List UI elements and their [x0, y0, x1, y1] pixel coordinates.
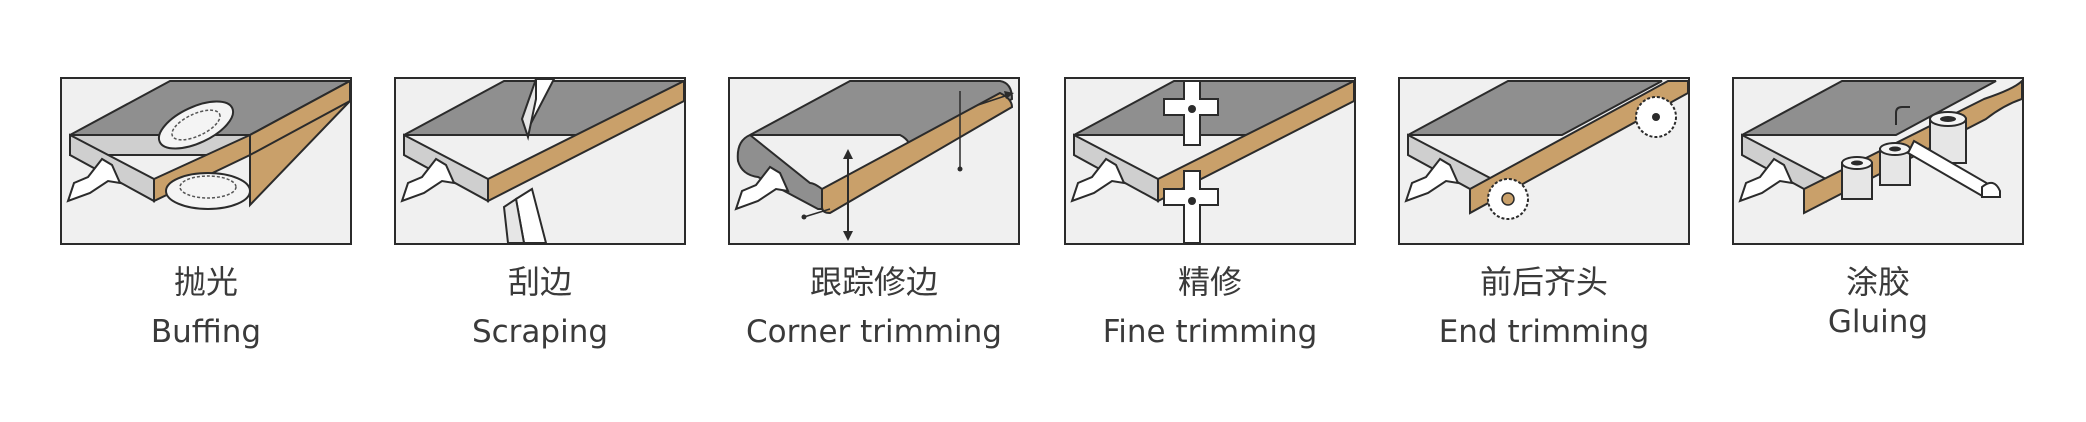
caption-buffing: 抛光 Buffing	[36, 262, 376, 352]
trimming-cutter-icon	[1163, 170, 1219, 243]
caption-end-trimming: 前后齐头 End trimming	[1374, 262, 1714, 352]
direction-arrow-icon	[1738, 157, 1794, 203]
caption-zh: 刮边	[507, 263, 572, 301]
caption-en: Gluing	[1827, 304, 1929, 340]
step-fine-trimming-illustration	[1064, 77, 1356, 245]
end-trimming-diagram	[1404, 80, 1688, 220]
step-corner-trimming-illustration	[728, 77, 1020, 245]
direction-arrow-icon	[1070, 157, 1126, 203]
caption-corner-trimming: 跟踪修边 Corner trimming	[704, 262, 1044, 352]
caption-fine-trimming: 精修 Fine trimming	[1040, 262, 1380, 352]
step-gluing-illustration	[1732, 77, 2024, 245]
glue-roller-icon	[1841, 156, 1873, 200]
caption-zh: 抛光	[173, 263, 238, 301]
caption-zh: 跟踪修边	[809, 263, 938, 301]
direction-arrow-icon	[400, 157, 456, 203]
caption-zh: 精修	[1177, 263, 1242, 301]
glue-roller-icon	[1879, 142, 1911, 186]
caption-scraping: 刮边 Scraping	[370, 262, 710, 352]
caption-en: Scraping	[471, 314, 609, 350]
step-end-trimming-illustration	[1398, 77, 1690, 245]
buffing-wheel-icon	[165, 172, 251, 210]
step-buffing-illustration	[60, 77, 352, 245]
caption-en: Buffing	[150, 314, 262, 350]
caption-gluing: 涂胶 Gluing	[1708, 262, 2048, 342]
direction-arrow-icon	[734, 165, 790, 211]
caption-zh: 涂胶	[1845, 263, 1910, 301]
scraping-diagram	[400, 79, 684, 243]
caption-zh: 前后齐头	[1479, 263, 1608, 301]
gluing-diagram	[1738, 79, 2022, 215]
direction-arrow-icon	[66, 157, 122, 203]
trimming-cutter-icon	[1163, 80, 1219, 146]
caption-en: Fine trimming	[1102, 314, 1318, 350]
corner-trimming-diagram	[734, 80, 1014, 241]
caption-en: End trimming	[1438, 314, 1650, 350]
step-scraping-illustration	[394, 77, 686, 245]
fine-trimming-diagram	[1070, 79, 1354, 243]
buffing-diagram	[66, 79, 350, 210]
buffing-wheel-icon	[157, 100, 235, 150]
caption-en: Corner trimming	[746, 314, 1002, 350]
direction-arrow-icon	[1404, 157, 1460, 203]
